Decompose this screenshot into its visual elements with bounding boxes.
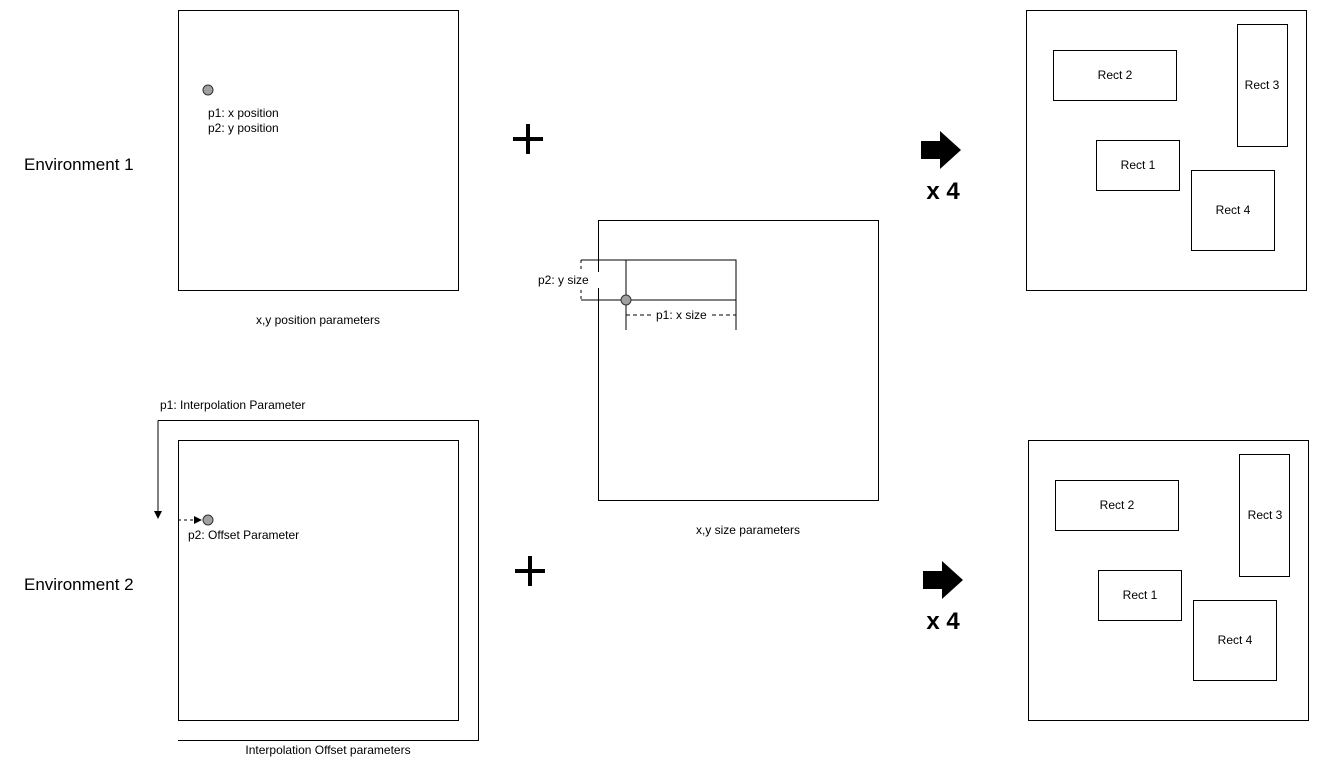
size-box [598, 220, 879, 501]
result-box-bottom [1028, 440, 1309, 721]
rect-2-top-label: Rect 2 [1098, 68, 1133, 82]
rect-4-bottom [1193, 600, 1277, 681]
rect-4-bottom-label: Rect 4 [1218, 633, 1253, 647]
interpolation-inner-box [178, 440, 459, 721]
interpolation-caption: Interpolation Offset parameters [245, 743, 410, 757]
result-box-top [1026, 10, 1307, 291]
arrow-right-icon-bottom [923, 561, 963, 599]
rect-1-bottom-label: Rect 1 [1123, 588, 1158, 602]
offset-p2-label: p2: Offset Parameter [188, 528, 299, 542]
position-box [178, 10, 459, 291]
rect-1-bottom [1098, 570, 1182, 621]
rect-2-bottom-label: Rect 2 [1100, 498, 1135, 512]
rect-3-bottom [1239, 454, 1290, 577]
size-p2-label-bg [556, 272, 620, 288]
position-point [202, 84, 214, 96]
environment-1-label: Environment 1 [24, 155, 134, 174]
size-p1-label: p1: x size [656, 308, 707, 322]
rect-3-top-label: Rect 3 [1245, 78, 1280, 92]
position-caption: x,y position parameters [256, 313, 380, 327]
position-p1-label: p1: x position [208, 106, 279, 120]
size-p2-label: p2: y size [538, 273, 589, 287]
size-rect [625, 259, 737, 301]
rect-2-top [1053, 50, 1177, 101]
interpolation-outer-frame [158, 420, 479, 741]
plus-icon-top [513, 124, 543, 154]
rect-3-top [1237, 24, 1288, 147]
rect-4-top [1191, 170, 1275, 251]
rect-4-top-label: Rect 4 [1216, 203, 1251, 217]
interpolation-p1-label: p1: Interpolation Parameter [160, 398, 305, 412]
rect-3-bottom-label: Rect 3 [1248, 508, 1283, 522]
rect-1-top-label: Rect 1 [1121, 158, 1156, 172]
multiplier-bottom: x 4 [926, 608, 960, 635]
position-p2-label: p2: y position [208, 121, 279, 135]
arrow-right-icon-top [921, 131, 961, 169]
size-caption: x,y size parameters [696, 523, 800, 537]
multiplier-top: x 4 [926, 178, 960, 205]
rect-2-bottom [1055, 480, 1179, 531]
offset-point [202, 514, 214, 526]
rect-1-top [1096, 140, 1180, 191]
size-point [620, 294, 632, 306]
environment-2-label: Environment 2 [24, 575, 134, 594]
plus-icon-bottom [515, 556, 545, 586]
